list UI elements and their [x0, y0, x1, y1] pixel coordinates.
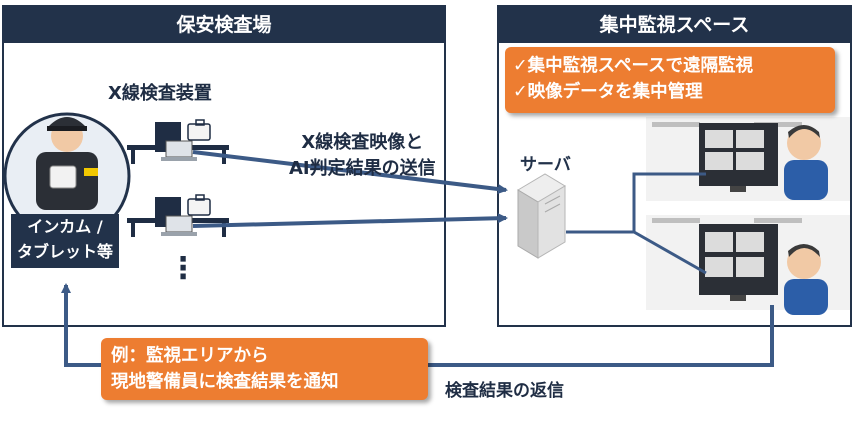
- xray-machine-1: [127, 119, 229, 164]
- return-label: 検査結果の返信: [445, 381, 564, 401]
- device-label: インカム / タブレット等: [11, 214, 119, 268]
- notification-example-box: 例：監視エリアから 現地警備員に検査結果を通知: [101, 338, 428, 400]
- xray-machine-label: X線検査装置: [108, 83, 212, 104]
- xray-machine-2: [127, 194, 229, 237]
- transmission-label: X線検査映像と AI判定結果の送信: [289, 132, 436, 179]
- central-monitoring-title: 集中監視スペース: [499, 7, 850, 43]
- server-icon: [517, 173, 566, 259]
- ellipsis: ⋮: [168, 251, 198, 286]
- xray2-to-server-arrow: [192, 213, 508, 228]
- monitoring-features-box: ✓集中監視スペースで遠隔監視 ✓映像データを集中管理: [505, 47, 835, 113]
- operator-workstation-2: [646, 215, 850, 315]
- server-to-workstations-connector: [566, 172, 706, 234]
- security-checkpoint-title: 保安検査場: [4, 7, 444, 43]
- operator-workstation-1: [646, 117, 850, 201]
- security-guard-illustration: [3, 112, 131, 240]
- xray1-to-server-arrow: [192, 150, 508, 194]
- server-label: サーバ: [520, 155, 571, 175]
